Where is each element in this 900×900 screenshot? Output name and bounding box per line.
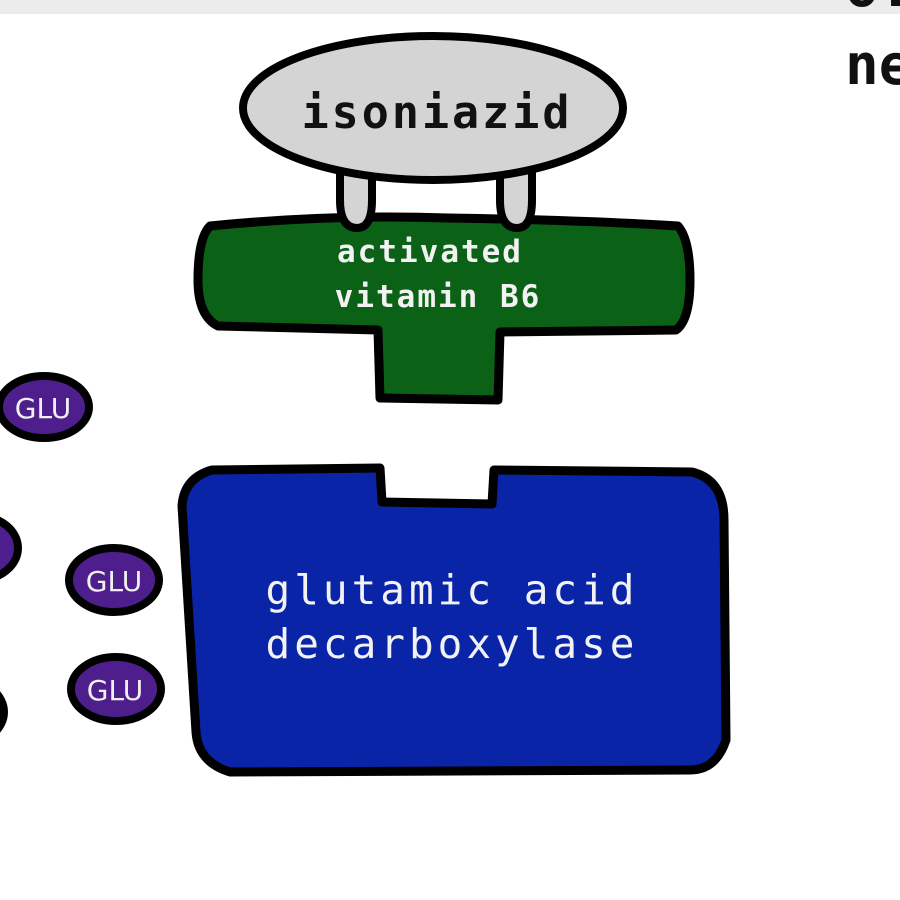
- gad-enzyme-label-line2: decarboxylase: [266, 620, 639, 668]
- top-band: [0, 0, 900, 14]
- corner-text: o. ne: [845, 0, 900, 98]
- glu-molecule: GLU: [0, 372, 93, 442]
- glu-blob: [0, 372, 93, 442]
- corner-text-line2: ne: [845, 33, 900, 98]
- isoniazid-shape: isoniazid: [239, 32, 627, 232]
- vitamin-b6-shape: activated vitamin B6: [193, 212, 695, 405]
- glu-blob-partial: [0, 691, 8, 733]
- isoniazid-leg-right: [496, 170, 536, 232]
- glu-molecules: GLU GLU GLU: [0, 372, 165, 733]
- glu-label: GLU: [86, 565, 142, 598]
- glu-label: GLU: [15, 392, 71, 425]
- glu-molecule: GLU: [65, 544, 163, 616]
- isoniazid-oval: [239, 32, 627, 184]
- gad-enzyme-shape: glutamic acid decarboxylase: [177, 463, 731, 777]
- vitamin-b6-label-line2: vitamin B6: [335, 279, 542, 315]
- glu-label: GLU: [87, 674, 143, 707]
- glu-molecule: GLU: [67, 653, 165, 725]
- isoniazid-leg-left: [336, 170, 376, 232]
- isoniazid-label: isoniazid: [302, 86, 573, 139]
- glu-blob: [67, 653, 165, 725]
- vitamin-b6-label-line1: activated: [337, 234, 523, 270]
- corner-text-line1: o.: [845, 0, 900, 20]
- glu-blob-partial: [0, 516, 22, 580]
- gad-enzyme-body: [177, 463, 731, 777]
- gad-enzyme-label-line1: glutamic acid: [266, 566, 639, 614]
- glu-blob: [65, 544, 163, 616]
- vitamin-b6-body: [193, 212, 695, 405]
